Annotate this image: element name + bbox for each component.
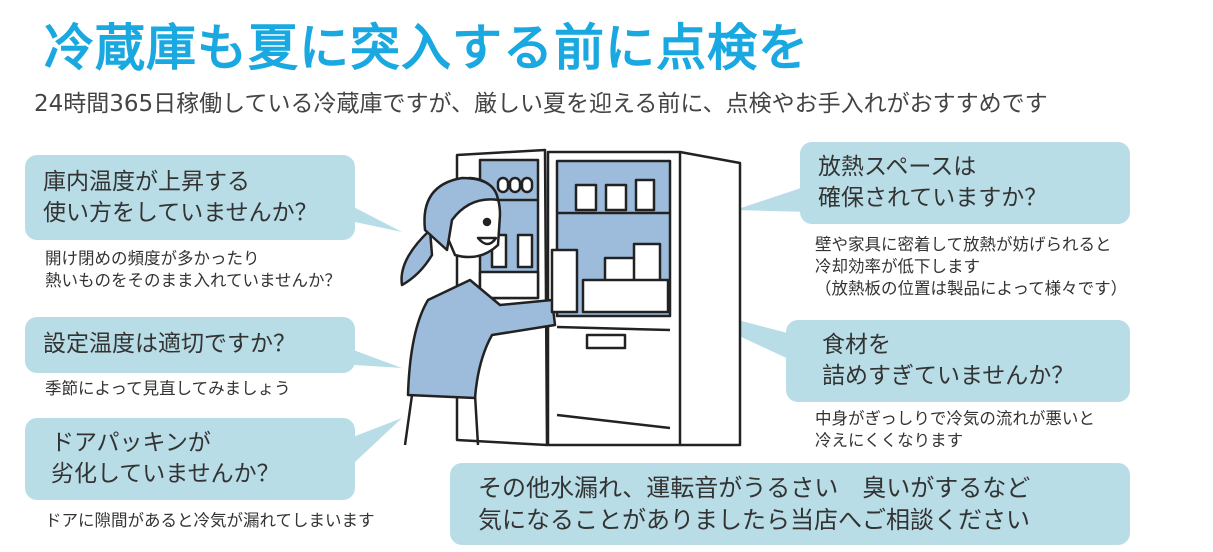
note-temperature-setting: 季節によって見直してみましょう: [45, 378, 291, 400]
note-line: 熱いものをそのまま入れていませんか？: [45, 271, 342, 290]
bubble-line: 食材を: [822, 332, 891, 358]
refrigerator-icon: [455, 148, 742, 447]
note-line: （放熱板の位置は製品によって様々です）: [815, 279, 1128, 298]
bubble-line: 庫内温度が上昇する: [43, 169, 250, 195]
bubble-temperature-rise: 庫内温度が上昇する 使い方をしていませんか？: [25, 155, 355, 240]
bubble-door-packing: ドアパッキンが 劣化していませんか？: [25, 418, 355, 500]
bubble-overfill: 食材を 詰めすぎていませんか？: [786, 320, 1130, 402]
note-line: 壁や家具に密着して放熱が妨げられると: [815, 235, 1112, 254]
note-heat-space: 壁や家具に密着して放熱が妨げられると 冷却効率が低下します （放熱板の位置は製品…: [815, 234, 1127, 300]
bubble-tail: [735, 185, 810, 212]
person-icon: [400, 176, 579, 446]
note-line: ドアに隙間があると冷気が漏れてしまいます: [45, 511, 375, 530]
bubble-consultation: その他水漏れ、運転音がうるさい 臭いがするなど 気になることがありましたら当店へ…: [450, 463, 1130, 545]
bubble-temperature-setting: 設定温度は適切ですか？: [25, 317, 355, 373]
bubble-line: 確保されていますか？: [818, 185, 1048, 211]
bubble-line: 詰めすぎていませんか？: [822, 363, 1075, 389]
bubble-tail: [345, 418, 402, 462]
bubble-line: 設定温度は適切ですか？: [43, 331, 296, 357]
bubble-heat-space: 放熱スペースは 確保されていますか？: [800, 142, 1130, 224]
note-door-packing: ドアに隙間があると冷気が漏れてしまいます: [45, 510, 375, 532]
bubble-line: ドアパッキンが: [51, 430, 211, 456]
page-title: 冷蔵庫も夏に突入する前に点検を: [44, 19, 809, 77]
bubble-line: 使い方をしていませんか？: [43, 200, 318, 226]
note-line: 開け閉めの頻度が多かったり: [45, 249, 260, 268]
note-overfill: 中身がぎっしりで冷気の流れが悪いと 冷えにくくなります: [815, 408, 1095, 452]
note-temperature-rise: 開け閉めの頻度が多かったり 熱いものをそのまま入れていませんか？: [45, 248, 341, 292]
bubble-line: 放熱スペースは: [818, 154, 977, 180]
subtitle: 24時間365日稼働している冷蔵庫ですが、厳しい夏を迎える前に、点検やお手入れが…: [34, 91, 1048, 117]
bubble-line: その他水漏れ、運転音がうるさい 臭いがするなど: [478, 474, 1031, 502]
note-line: 中身がぎっしりで冷気の流れが悪いと: [815, 409, 1095, 428]
note-line: 季節によって見直してみましょう: [45, 379, 291, 398]
bubble-tail: [340, 200, 402, 232]
note-line: 冷えにくくなります: [815, 431, 964, 450]
bubble-line: 気になることがありましたら当店へご相談ください: [478, 506, 1030, 534]
bubble-tail: [340, 345, 402, 368]
bubble-line: 劣化していませんか？: [51, 461, 280, 487]
note-line: 冷却効率が低下します: [815, 257, 980, 276]
